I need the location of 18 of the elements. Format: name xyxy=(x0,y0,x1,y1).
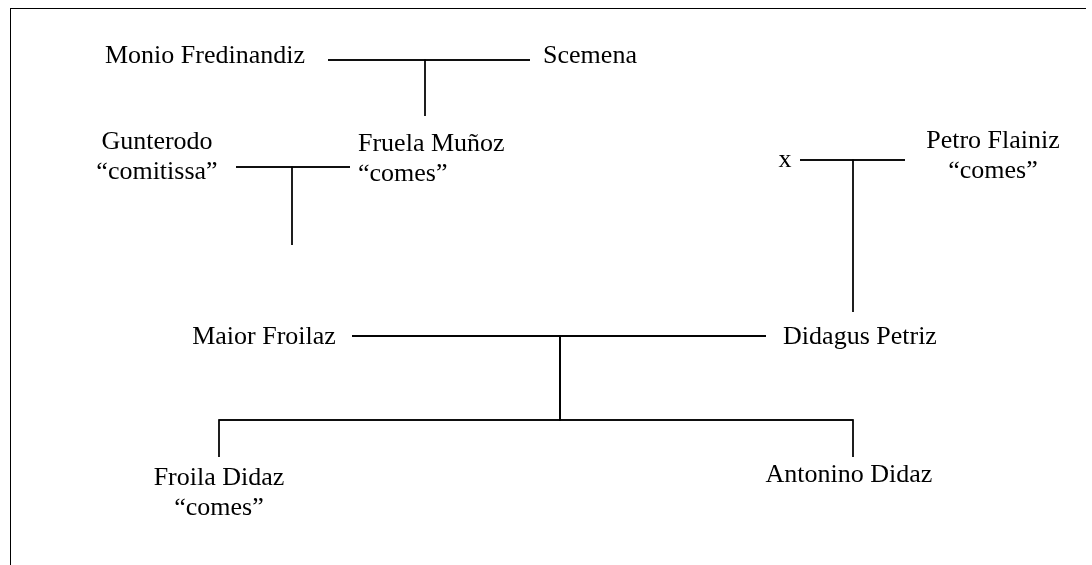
person-title: “comes” xyxy=(358,158,448,188)
person-name: Gunterodo xyxy=(101,126,213,156)
person-name: Scemena xyxy=(543,40,637,70)
person-title: “comes” xyxy=(948,155,1038,185)
family-line xyxy=(291,166,351,246)
person-name: Froila Didaz xyxy=(153,462,285,492)
person-name: Antonino Didaz xyxy=(765,459,933,489)
person-name: Monio Fredinandiz xyxy=(105,40,305,70)
person-name: x xyxy=(778,144,792,174)
family-line xyxy=(852,159,906,313)
family-line xyxy=(424,59,531,117)
person-name: Maior Froilaz xyxy=(192,321,336,351)
person-title: “comitissa” xyxy=(96,156,218,186)
person-name: Petro Flainiz xyxy=(926,125,1060,155)
person-name: Didagus Petriz xyxy=(783,321,937,351)
person-name: Fruela Muñoz xyxy=(358,128,505,158)
family-line xyxy=(559,335,854,458)
person-title: “comes” xyxy=(174,492,264,522)
